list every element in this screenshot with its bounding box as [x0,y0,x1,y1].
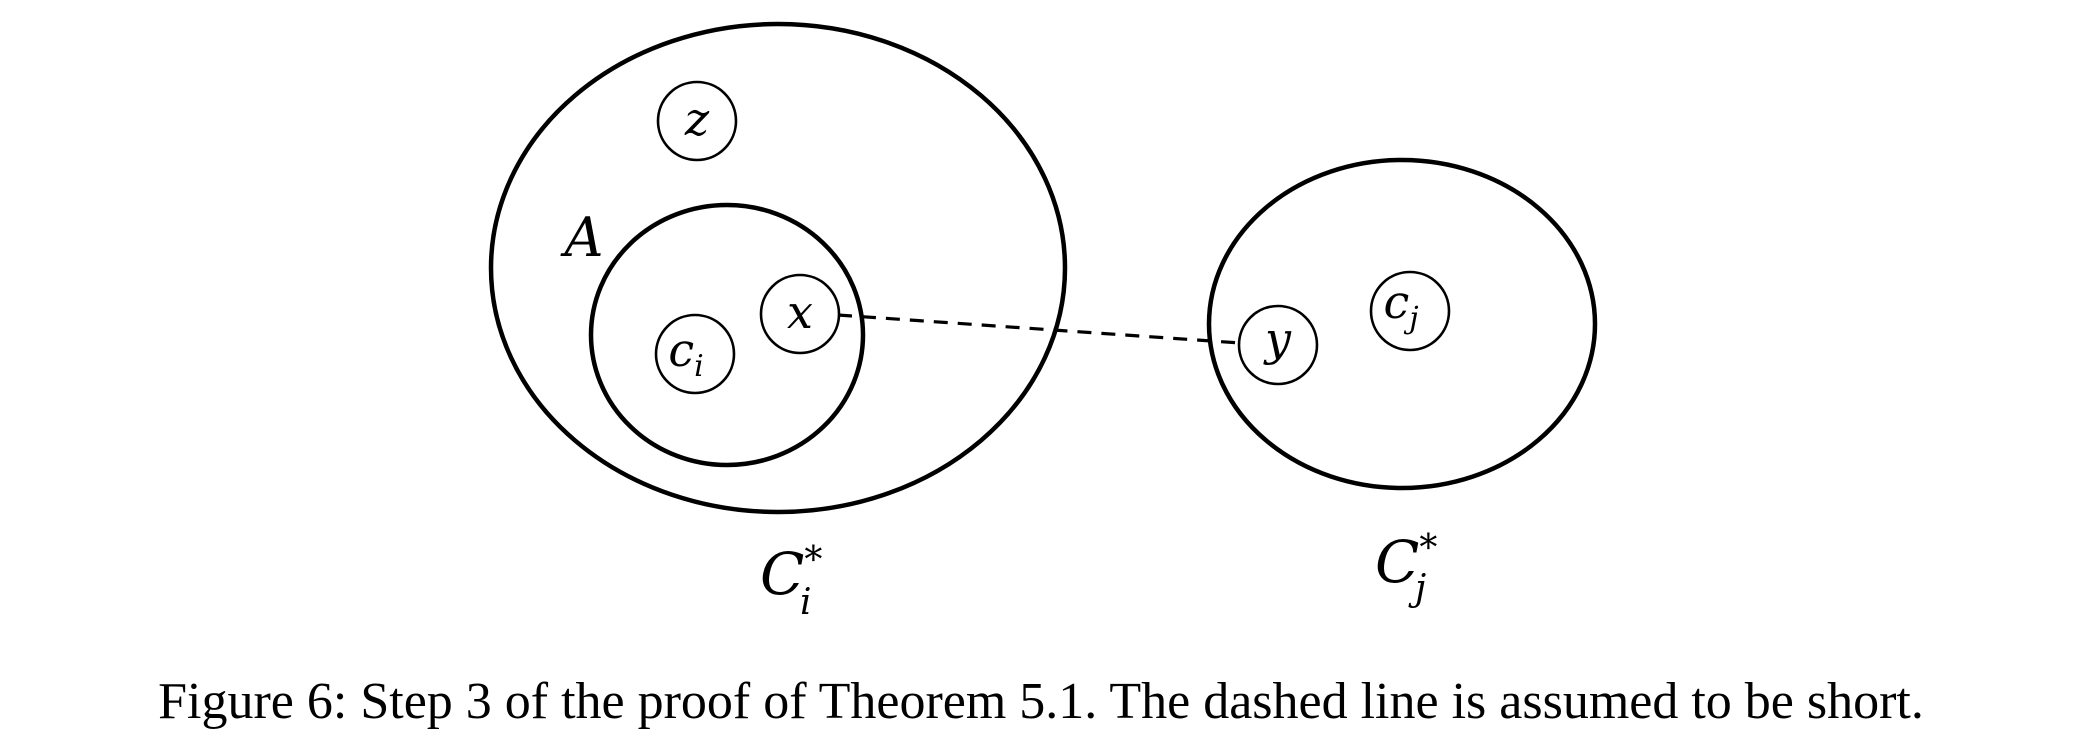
node-ci: ci [654,313,736,395]
node-z: z [656,80,738,162]
cluster-ci-star-label: C*i [760,540,822,623]
figure-caption: Figure 6: Step 3 of the proof of Theorem… [158,673,1924,730]
cluster-ci-star-label-base: C [760,540,804,608]
cluster-cj-star-label: C*j [1375,528,1437,609]
node-ci-label-sub: i [694,349,704,384]
node-y-label: y [1263,312,1292,366]
node-x: x [759,273,841,355]
cluster-cj-star-outline [1206,157,1598,491]
cluster-ci-star-label-sub: i [800,582,812,623]
node-cj-label: cj [1383,275,1418,336]
node-y: y [1237,304,1319,386]
node-cj-label-base: c [1383,275,1409,329]
node-ci-label: ci [668,323,703,384]
node-ci-label-base: c [668,323,694,377]
set-a-outline [588,202,866,468]
cluster-cj-star-label-sup: * [1419,528,1437,569]
set-a-label: A [560,206,604,269]
dashed-edge-x-y [837,313,1241,345]
node-cj: cj [1369,270,1451,352]
node-z-label: z [684,92,710,146]
cluster-cj-star-label-base: C [1375,528,1419,596]
cluster-ci-star-label-sup: * [804,540,822,581]
cluster-ci-star-outline [488,21,1068,515]
node-x-label: x [787,285,813,339]
